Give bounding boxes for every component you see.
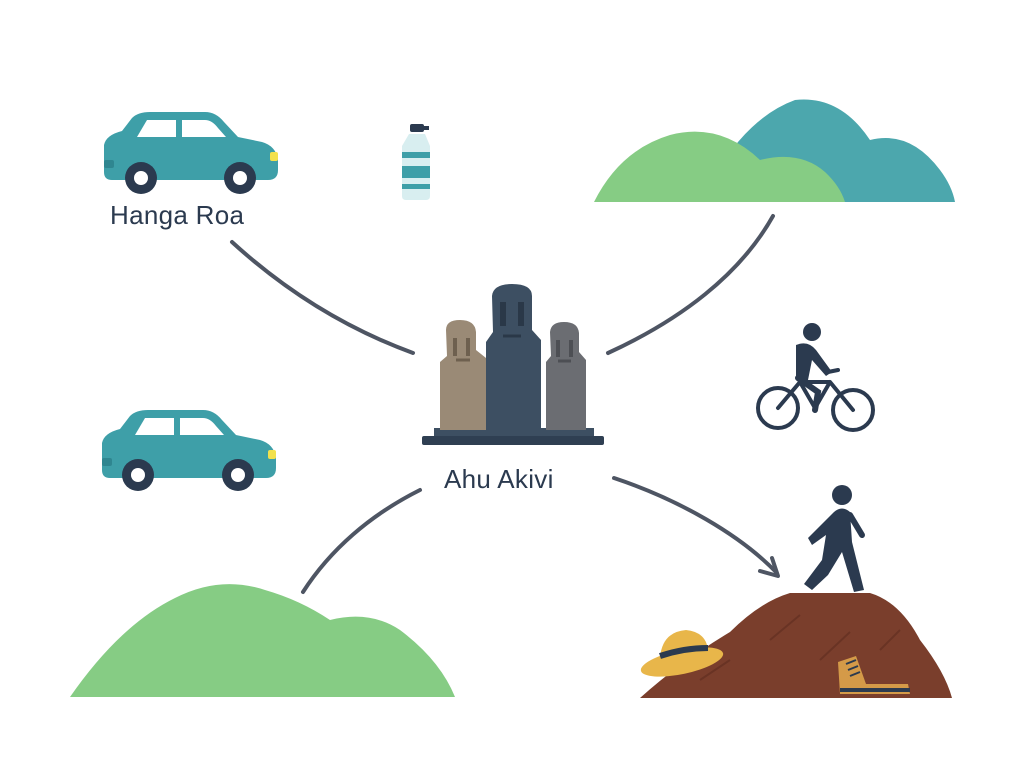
node-label-hanga-roa: Hanga Roa	[110, 200, 245, 230]
hills-icon	[594, 99, 955, 202]
edge-ahu-akivi-to-hill	[301, 488, 422, 594]
edge-hanga-roa-to-ahu-akivi	[230, 240, 415, 355]
car-icon	[104, 112, 278, 194]
water-bottle-icon	[402, 124, 430, 200]
hiker-icon	[804, 485, 865, 592]
car-icon	[102, 410, 276, 491]
hiking-boot-icon	[838, 656, 910, 694]
mound-icon	[640, 593, 952, 698]
hill-icon	[70, 584, 455, 697]
edge-hills-to-ahu-akivi	[606, 214, 775, 355]
moai-statues-icon	[422, 284, 604, 445]
edge-ahu-akivi-to-mound	[612, 476, 778, 574]
arrowhead	[758, 556, 780, 578]
cyclist-icon	[756, 323, 875, 432]
sun-hat-icon	[640, 630, 724, 677]
node-label-ahu-akivi: Ahu Akivi	[444, 464, 554, 494]
